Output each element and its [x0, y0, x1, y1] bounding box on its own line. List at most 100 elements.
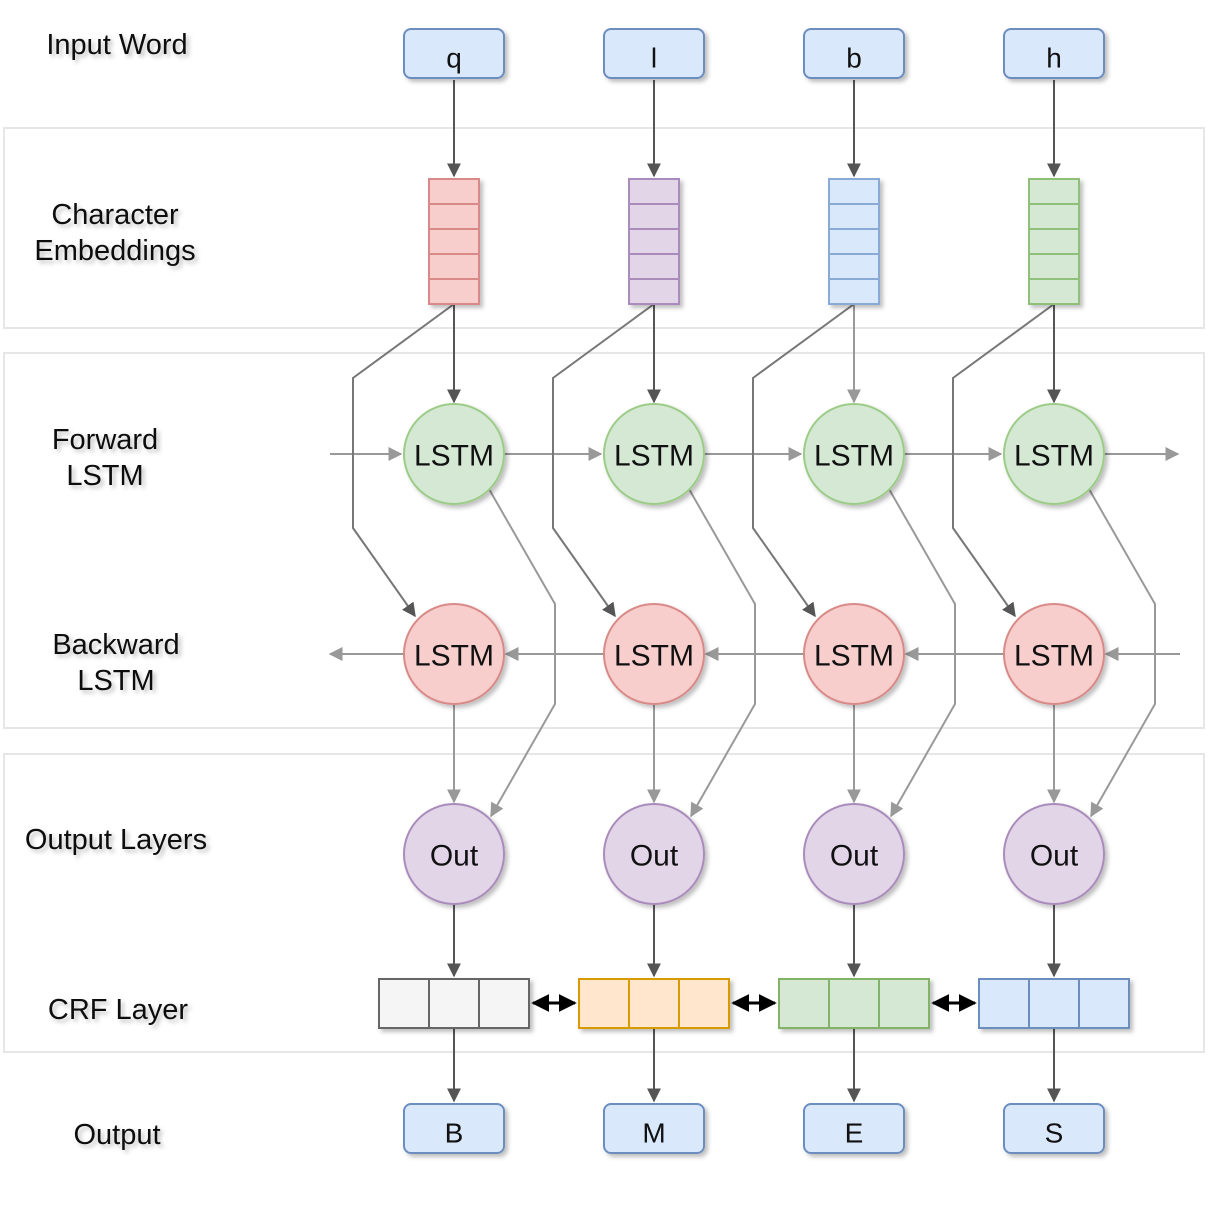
output-layer-label: Out: [630, 840, 679, 873]
embedding-cell: [1028, 178, 1080, 205]
output-layer-node: [403, 803, 505, 905]
embedding-cell: [828, 228, 880, 255]
panel-lstm: [3, 352, 1205, 729]
column-h-edges: [952, 80, 1156, 1103]
input-char-label: q: [446, 43, 462, 74]
forward-lstm-label: LSTM: [614, 440, 694, 473]
label-forward-lstm: LSTM: [66, 460, 143, 492]
crf-cell: [428, 978, 480, 1029]
panel-output-crf: [3, 753, 1205, 1053]
label-crf-layer: CRF Layer: [48, 994, 189, 1026]
output-layer-label: Out: [1030, 840, 1079, 873]
output-tag-label: M: [642, 1118, 665, 1149]
crf-cell-group: [978, 978, 1130, 1029]
forward-lstm-label: LSTM: [814, 440, 894, 473]
embedding-to-backward-edge: [752, 303, 855, 618]
crf-cell: [378, 978, 430, 1029]
embedding-cell: [828, 203, 880, 230]
forward-to-out-edge: [888, 488, 956, 818]
output-tag-label: B: [445, 1118, 464, 1149]
label-output: Output: [73, 1119, 160, 1151]
output-tag-label: S: [1045, 1118, 1064, 1149]
column-q-edges: [352, 80, 556, 1103]
forward-lstm-label: LSTM: [1014, 440, 1094, 473]
forward-lstm-node: [403, 403, 505, 505]
embedding-cell: [428, 178, 480, 205]
panel-character-embeddings: [3, 127, 1205, 329]
input-char-box: [403, 28, 505, 79]
crf-cell: [778, 978, 830, 1029]
output-layer-label: Out: [430, 840, 479, 873]
input-char-label: h: [1046, 43, 1062, 74]
crf-cell-group: [578, 978, 730, 1029]
embedding-cell: [628, 178, 680, 205]
embedding-to-backward-edge: [552, 303, 655, 618]
character-embedding-vector: [428, 178, 480, 305]
output-tag-box: [803, 1103, 905, 1154]
output-tag-box: [603, 1103, 705, 1154]
embedding-cell: [1028, 203, 1080, 230]
embedding-cell: [428, 278, 480, 305]
crf-cell: [628, 978, 680, 1029]
embedding-cell: [628, 278, 680, 305]
embedding-cell: [428, 203, 480, 230]
input-char-label: b: [846, 43, 862, 74]
input-char-box: [803, 28, 905, 79]
forward-to-out-edge: [488, 488, 556, 818]
forward-to-out-edge: [1088, 488, 1156, 818]
crf-cell: [578, 978, 630, 1029]
crf-cell: [878, 978, 930, 1029]
embedding-cell: [1028, 278, 1080, 305]
output-layer-node: [1003, 803, 1105, 905]
forward-lstm-node: [603, 403, 705, 505]
output-layer-node: [603, 803, 705, 905]
crf-cell: [828, 978, 880, 1029]
label-backward-lstm: LSTM: [77, 665, 154, 697]
embedding-cell: [628, 228, 680, 255]
column-l-edges: [552, 80, 756, 1103]
column-b-edges: [752, 80, 956, 1103]
embedding-cell: [628, 253, 680, 280]
input-char-box: [603, 28, 705, 79]
crf-cell-group: [378, 978, 530, 1029]
label-character: Character: [51, 199, 179, 231]
backward-lstm-node: [603, 603, 705, 705]
output-tag-box: [1003, 1103, 1105, 1154]
backward-lstm-label: LSTM: [414, 640, 494, 673]
crf-cell: [678, 978, 730, 1029]
character-embedding-vector: [1028, 178, 1080, 305]
embedding-cell: [828, 253, 880, 280]
label-backward: Backward: [52, 629, 179, 661]
crf-cell-group: [778, 978, 930, 1029]
crf-cell: [478, 978, 530, 1029]
forward-to-out-edge: [688, 488, 756, 818]
backward-lstm-node: [803, 603, 905, 705]
character-embedding-vector: [828, 178, 880, 305]
input-char-box: [1003, 28, 1105, 79]
embedding-cell: [828, 178, 880, 205]
input-char-label: l: [651, 43, 657, 74]
backward-lstm-label: LSTM: [614, 640, 694, 673]
forward-lstm-label: LSTM: [414, 440, 494, 473]
embedding-cell: [628, 203, 680, 230]
label-embeddings: Embeddings: [34, 235, 195, 267]
embedding-cell: [428, 228, 480, 255]
embedding-cell: [428, 253, 480, 280]
backward-lstm-node: [403, 603, 505, 705]
embedding-cell: [828, 278, 880, 305]
output-tag-box: [403, 1103, 505, 1154]
output-tag-label: E: [845, 1118, 864, 1149]
embedding-cell: [1028, 253, 1080, 280]
character-embedding-vector: [628, 178, 680, 305]
output-layer-node: [803, 803, 905, 905]
forward-lstm-node: [1003, 403, 1105, 505]
label-output-layers: Output Layers: [25, 824, 207, 856]
backward-lstm-label: LSTM: [814, 640, 894, 673]
crf-cell: [978, 978, 1030, 1029]
backward-lstm-node: [1003, 603, 1105, 705]
output-layer-label: Out: [830, 840, 879, 873]
